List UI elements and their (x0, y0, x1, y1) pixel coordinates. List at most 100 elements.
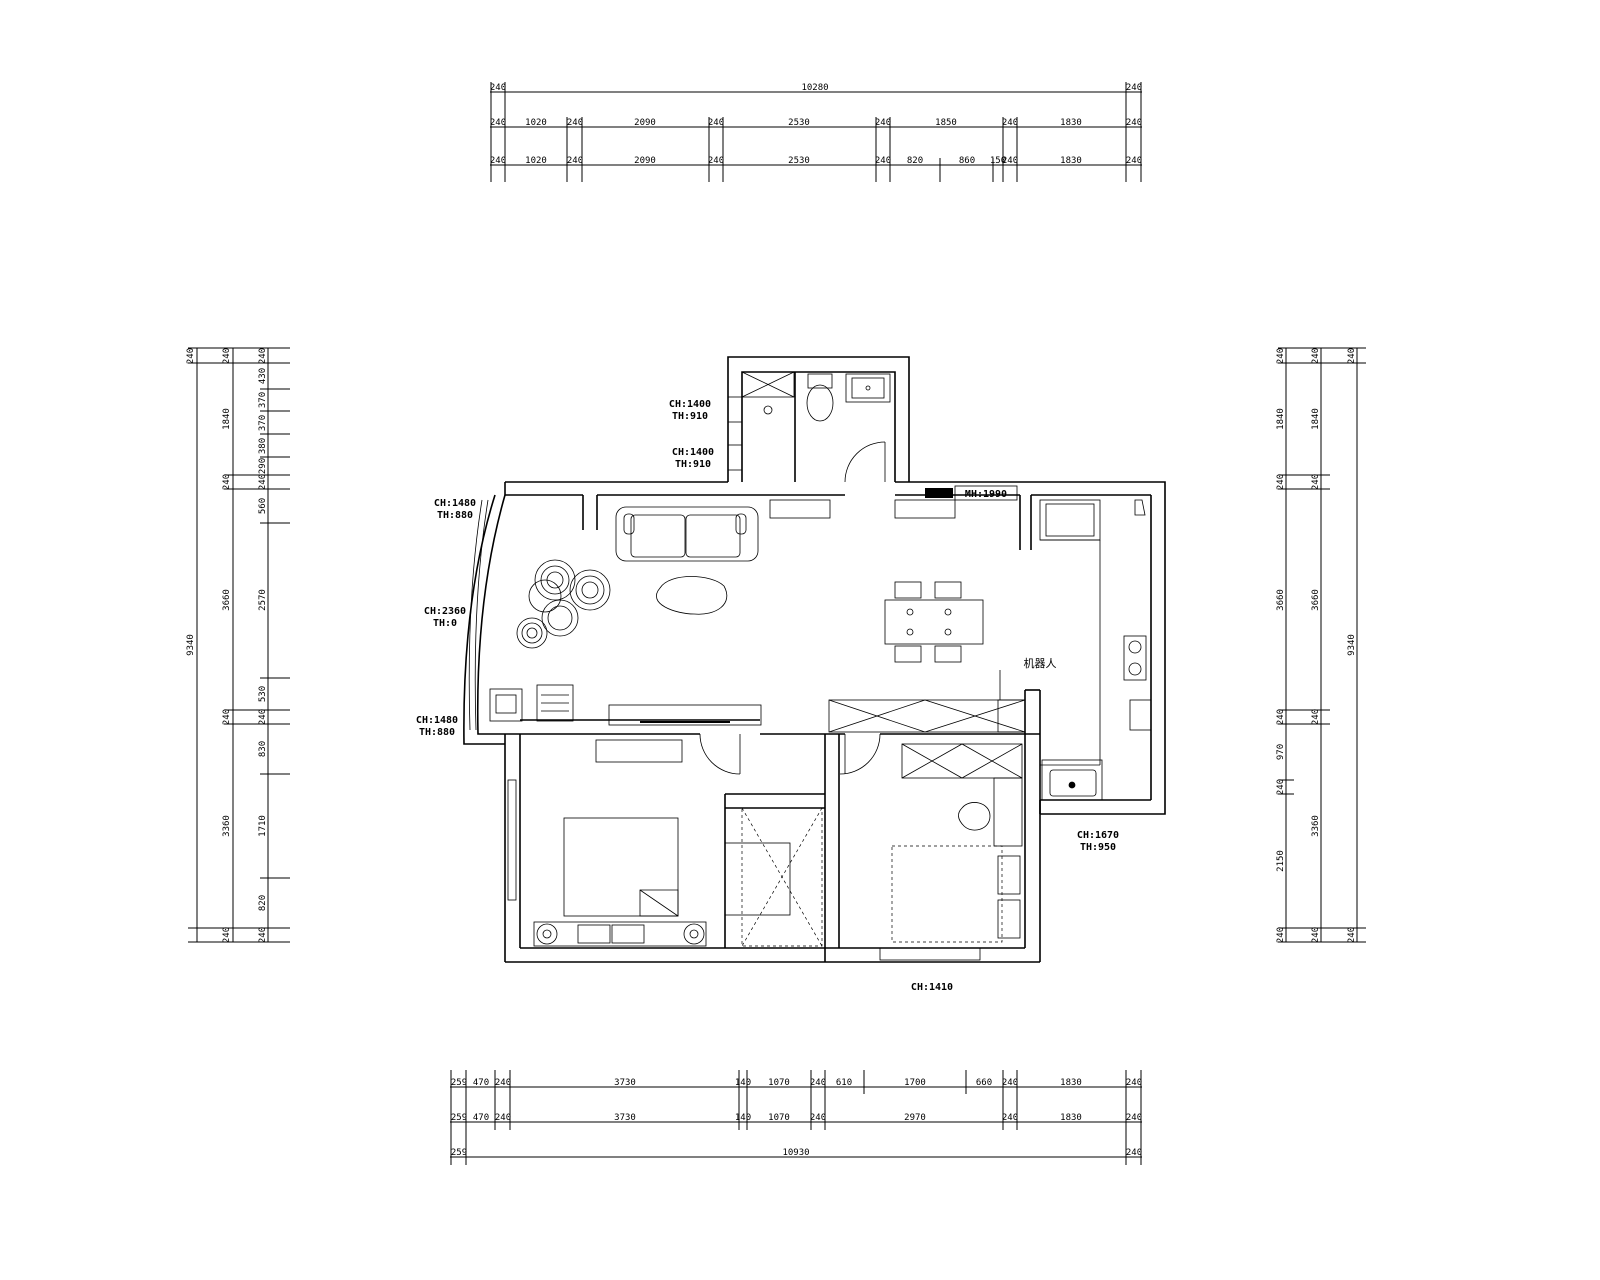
dim-bot1-9: 660 (976, 1078, 992, 1088)
windows (468, 396, 1103, 961)
wardrobe-icon (741, 807, 823, 947)
dim-top1-0: 240 (490, 83, 506, 93)
dim-bot2-3: 3730 (614, 1113, 636, 1123)
dim-right-inner-7: 2150 (1276, 850, 1286, 872)
dim-right-inner-4: 240 (1276, 709, 1286, 725)
dim-bot1-4: 140 (735, 1078, 751, 1088)
dim-top2-1: 1020 (525, 118, 547, 128)
dim-top3-6: 240 (875, 156, 891, 166)
dim-left-inner-10: 240 (258, 709, 268, 725)
dim-left-outer-1: 9340 (186, 634, 196, 656)
dim-left-inner-5: 290 (258, 458, 268, 474)
bath-window1-th: TH:910 (672, 411, 708, 422)
dim-top3-7: 820 (907, 156, 923, 166)
dim-left-inner-7: 560 (258, 498, 268, 514)
toilet-icon (806, 373, 834, 422)
double-bed-icon (563, 817, 679, 917)
dim-bot1-1: 470 (473, 1078, 489, 1088)
dim-right-inner-6: 240 (1276, 779, 1286, 795)
kitchen-sink-icon (1049, 769, 1097, 797)
dim-left-mid-5: 3360 (222, 815, 232, 837)
dim-bot2-0: 259 (451, 1113, 467, 1123)
dim-top2-10: 240 (1126, 118, 1142, 128)
ottoman-icon (516, 617, 548, 649)
walls (463, 356, 1166, 963)
dim-left-inner-0: 240 (258, 348, 268, 364)
dim-right-outer-0: 240 (1347, 348, 1357, 364)
dim-left-mid-2: 240 (222, 474, 232, 490)
dim-bot3-1: 10930 (782, 1148, 809, 1158)
dim-top2-5: 2530 (788, 118, 810, 128)
dim-right-mid-5: 3360 (1311, 815, 1321, 837)
doors (699, 441, 886, 775)
dim-left-mid-3: 3660 (222, 589, 232, 611)
dim-top3-0: 240 (490, 156, 506, 166)
dim-bot1-10: 240 (1002, 1078, 1018, 1088)
kitchen-window-ch: CH:1670 (1077, 830, 1119, 841)
bedroom-window-ch: CH:1410 (911, 982, 953, 993)
dim-bot1-0: 259 (451, 1078, 467, 1088)
dim-bot2-1: 470 (473, 1113, 489, 1123)
bay-mid-th: TH:0 (433, 618, 457, 629)
dim-bot1-5: 1070 (768, 1078, 790, 1088)
dim-top1-2: 240 (1126, 83, 1142, 93)
dim-left-inner-9: 530 (258, 686, 268, 702)
bay-bottom-th: TH:880 (419, 727, 455, 738)
dim-top2-7: 1850 (935, 118, 957, 128)
dim-bot2-10: 240 (1126, 1113, 1142, 1123)
dim-top3-1: 1020 (525, 156, 547, 166)
dim-left-inner-2: 370 (258, 392, 268, 408)
bottom-dimension-chains: 259 470 240 3730 140 1070 240 610 1700 6… (450, 1070, 1142, 1165)
dim-top2-2: 240 (567, 118, 583, 128)
bay-top-ch: CH:1480 (434, 498, 476, 509)
dim-left-inner-3: 370 (258, 415, 268, 431)
bedside-sofa-icon (533, 921, 707, 947)
dim-right-mid-2: 240 (1311, 474, 1321, 490)
dim-bot1-8: 1700 (904, 1078, 926, 1088)
dim-left-inner-13: 820 (258, 895, 268, 911)
dim-right-mid-1: 1840 (1311, 408, 1321, 430)
dim-left-mid-4: 240 (222, 709, 232, 725)
bay-top-th: TH:880 (437, 510, 473, 521)
dim-bot2-8: 240 (1002, 1113, 1018, 1123)
dim-left-inner-11: 830 (258, 741, 268, 757)
bath-window1-ch: CH:1400 (669, 399, 711, 410)
washing-machine-icon (489, 688, 523, 722)
tv-cabinet-icon (608, 704, 762, 726)
dim-bot2-5: 1070 (768, 1113, 790, 1123)
dim-top3-5: 2530 (788, 156, 810, 166)
dim-left-inner-1: 430 (258, 368, 268, 384)
dim-top3-11: 1830 (1060, 156, 1082, 166)
dim-right-mid-4: 240 (1311, 709, 1321, 725)
dim-bot1-2: 240 (495, 1078, 511, 1088)
dining-table-icon (884, 581, 984, 663)
dim-left-inner-4: 380 (258, 438, 268, 454)
dim-left-mid-6: 240 (222, 927, 232, 943)
shower-icon (741, 371, 795, 415)
appliance-icon (536, 684, 574, 722)
left-dimension-chains: 240 9340 240 1840 240 3660 240 3360 240 … (186, 347, 290, 943)
dim-top3-8: 860 (959, 156, 975, 166)
dim-top3-10: 240 (1002, 156, 1018, 166)
dim-left-inner-8: 2570 (258, 589, 268, 611)
meter-box-height: MH:1990 (965, 489, 1007, 500)
dim-bot2-9: 1830 (1060, 1113, 1082, 1123)
dim-bot1-3: 3730 (614, 1078, 636, 1088)
dim-top2-8: 240 (1002, 118, 1018, 128)
furniture (489, 371, 1152, 947)
chair-icon (958, 802, 991, 831)
dim-bot2-7: 2970 (904, 1113, 926, 1123)
dim-top2-0: 240 (490, 118, 506, 128)
dim-bot2-4: 140 (735, 1113, 751, 1123)
robot-label: 机器人 (1024, 656, 1057, 670)
dim-top2-6: 240 (875, 118, 891, 128)
armchair-icon (528, 559, 611, 637)
dim-left-inner-12: 1710 (258, 815, 268, 837)
dim-left-outer-0: 240 (186, 348, 196, 364)
dim-top3-9: 150 (990, 156, 1006, 166)
dim-top3-2: 240 (567, 156, 583, 166)
dim-right-inner-5: 970 (1276, 744, 1286, 760)
bedroom2-nightstand-icon (997, 855, 1021, 939)
dim-bot2-2: 240 (495, 1113, 511, 1123)
kitchen-window-th: TH:950 (1080, 842, 1116, 853)
